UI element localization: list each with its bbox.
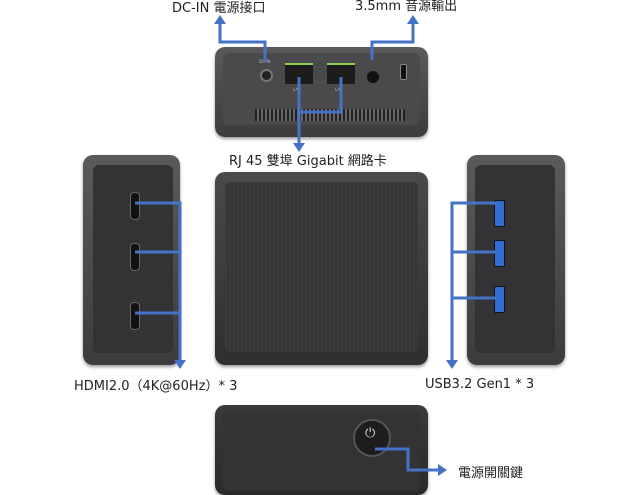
- audio-out-label: 3.5mm 音源輸出: [355, 0, 458, 14]
- hdmi-label: HDMI2.0（4K@60Hz）* 3: [74, 379, 238, 394]
- usb-arrowhead: [446, 360, 458, 369]
- rj45-arrowhead: [293, 143, 305, 152]
- hdmi-callout-line: [135, 201, 182, 362]
- lan-marking-2: LAN: [335, 87, 344, 92]
- usb-label: USB3.2 Gen1 * 3: [425, 377, 535, 392]
- rj45-label: RJ 45 雙埠 Gigabit 網路卡: [229, 154, 387, 169]
- device-left-view: [83, 155, 180, 365]
- hdmi-port-2: [130, 243, 140, 271]
- right-panel-face: [475, 165, 555, 353]
- audio-arrowhead: [407, 15, 419, 24]
- hdmi-port-1: [130, 192, 140, 220]
- front-panel-face: [223, 411, 420, 491]
- hdmi-arrowhead: [174, 360, 186, 369]
- dc-in-callout-line: [218, 22, 267, 62]
- power-button-label: 電源開關鍵: [458, 466, 524, 481]
- callout-lines: [135, 15, 497, 476]
- dc-in-port: [260, 69, 273, 82]
- usb-callout-line: [450, 201, 497, 362]
- device-right-view: [467, 155, 565, 365]
- power-arrowhead: [438, 464, 447, 476]
- dc-in-label: DC-IN 電源接口: [172, 1, 266, 16]
- lan-callout-bracket: [297, 77, 343, 114]
- power-button: ⏻: [353, 419, 391, 457]
- top-panel-face: [225, 182, 418, 352]
- audio-callout-line: [370, 22, 415, 60]
- audio-jack: [367, 71, 379, 83]
- power-icon: ⏻: [365, 426, 376, 441]
- kensington-lock-slot: [400, 64, 407, 80]
- lan-port-1: [285, 63, 313, 84]
- lan-marking-1: LAN: [293, 87, 302, 92]
- device-top-view: [215, 172, 428, 365]
- dc-in-arrowhead: [214, 15, 226, 24]
- vent-grille: [255, 109, 405, 121]
- power-callout-line: [375, 447, 440, 472]
- lan-port-2: [327, 63, 355, 84]
- device-back-view: DC-IN LAN LAN: [215, 47, 428, 137]
- hdmi-port-3: [130, 302, 140, 330]
- usb-port-1: [494, 200, 505, 227]
